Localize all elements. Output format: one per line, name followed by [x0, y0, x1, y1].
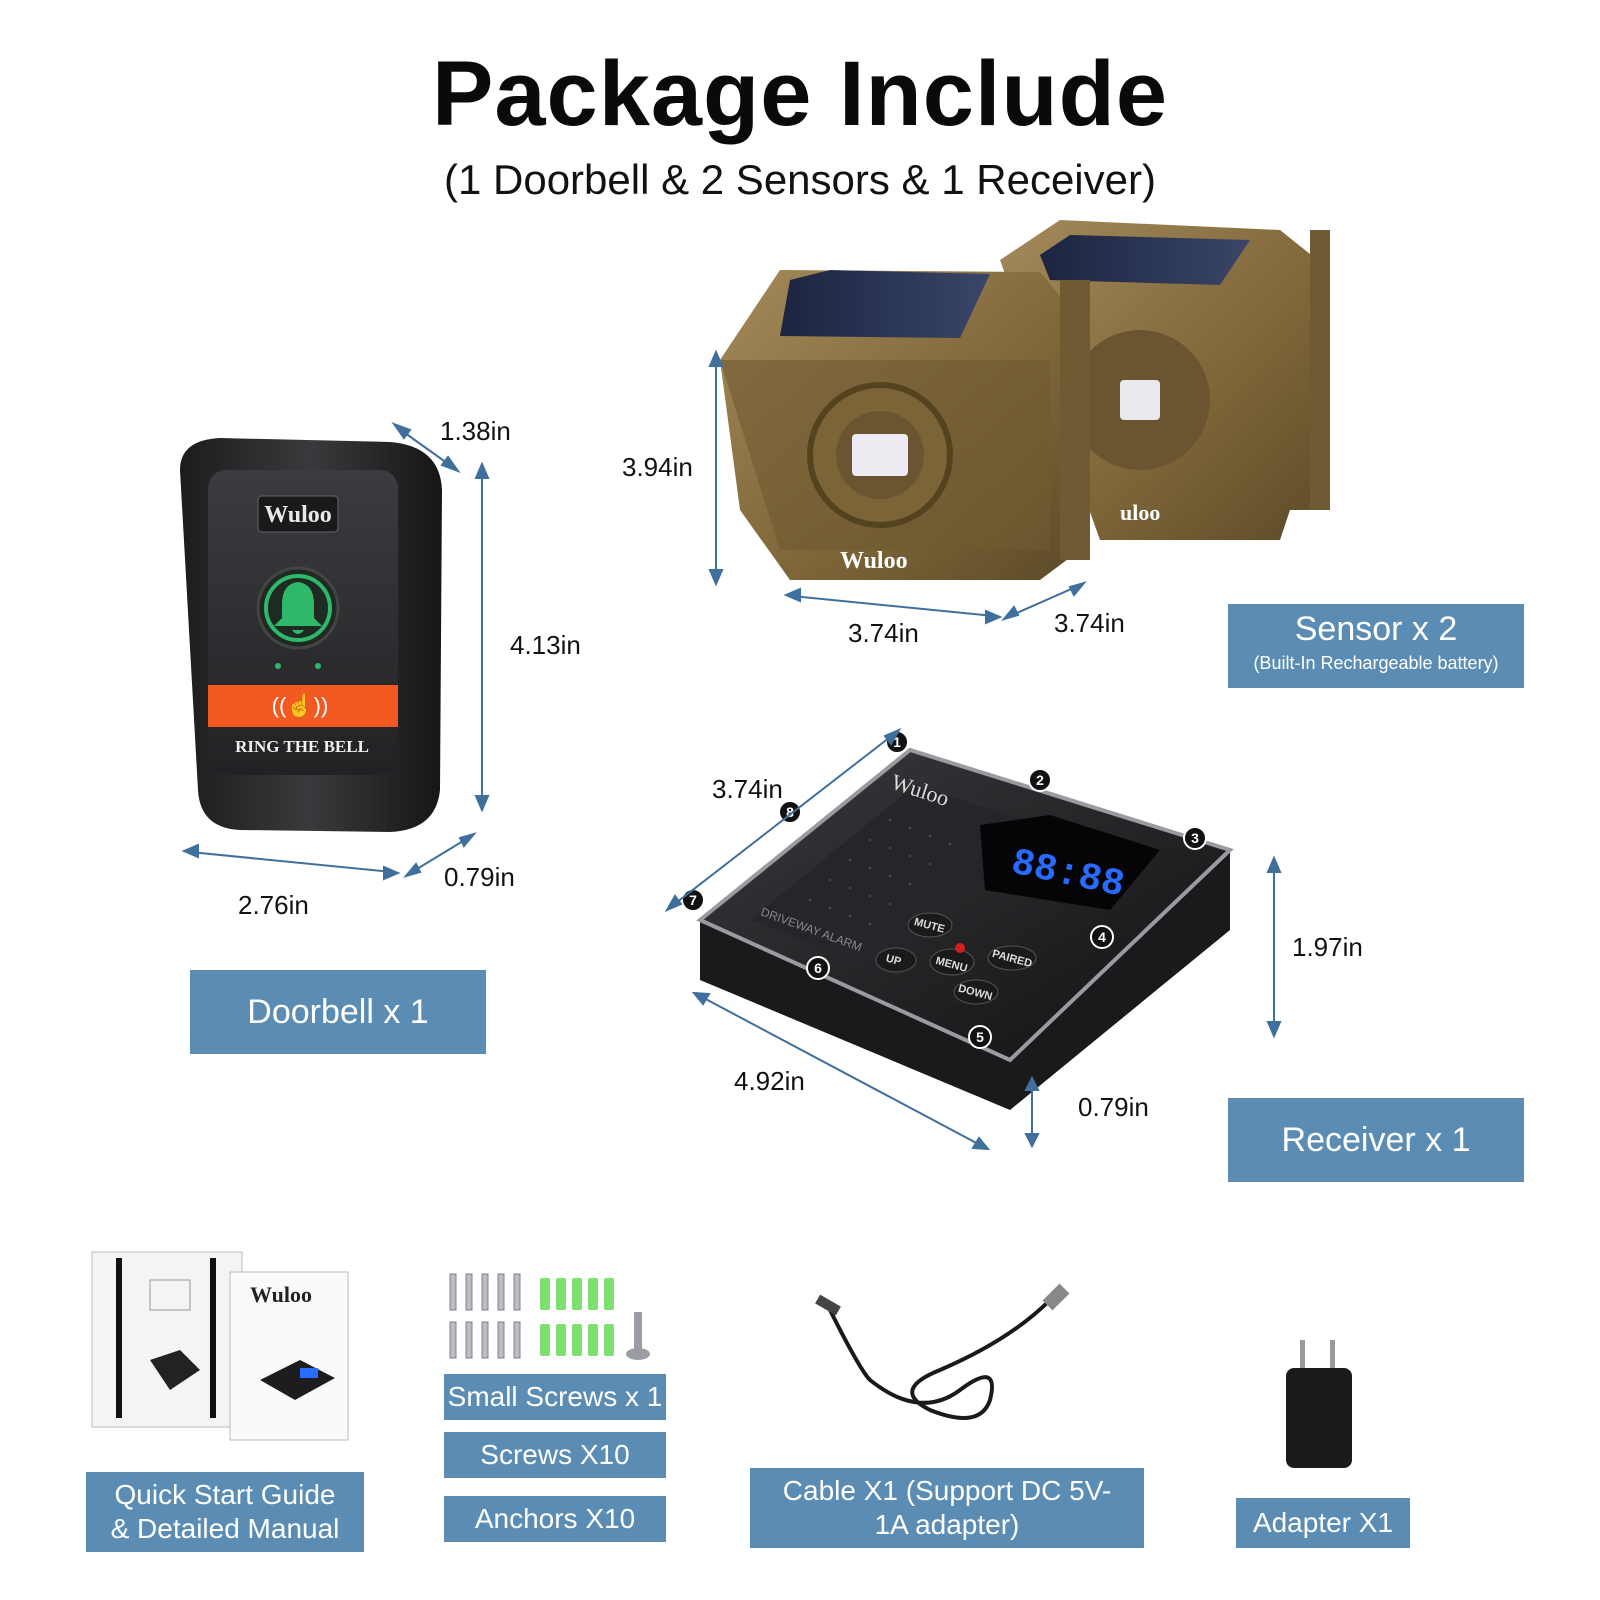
manual-brand: Wuloo — [250, 1282, 312, 1307]
svg-text:3: 3 — [1191, 830, 1199, 846]
svg-text:1: 1 — [893, 734, 901, 750]
receiver-illustration: Wuloo DRIVEWAY ALARM 88:88 MUTE UP MENU … — [681, 730, 1234, 1110]
screws-illustration — [449, 1273, 650, 1360]
receiver-depth-dim: 3.74in — [712, 774, 783, 804]
cable-label: Cable X1 (Support DC 5V- 1A adapter) — [750, 1468, 1144, 1548]
doorbell-label: Doorbell x 1 — [190, 970, 486, 1054]
speaker-grille — [750, 785, 1040, 970]
sensor-label-title: Sensor x 2 — [1294, 610, 1458, 648]
anchors-label: Anchors X10 — [444, 1496, 666, 1542]
doorbell-height-dim: 4.13in — [510, 630, 581, 660]
adapter-illustration — [1286, 1340, 1352, 1468]
receiver-height-dim: 1.97in — [1292, 932, 1363, 962]
manual-label-line2: & Detailed Manual — [110, 1513, 340, 1544]
sensor-label: Sensor x 2 (Built-In Rechargeable batter… — [1228, 604, 1524, 688]
receiver-top — [696, 747, 1234, 1063]
doorbell-depth-dim: 1.38in — [440, 416, 511, 446]
doorbell-brand: Wuloo — [264, 502, 332, 528]
receiver-button-up: UP — [885, 953, 903, 969]
cable-label-line1: Cable X1 (Support DC 5V- — [782, 1475, 1112, 1506]
receiver-width-dim: 4.92in — [734, 1066, 805, 1096]
svg-text:8: 8 — [786, 804, 794, 820]
adapter-label: Adapter X1 — [1236, 1498, 1410, 1548]
svg-text:6: 6 — [814, 960, 822, 976]
svg-text:4: 4 — [1098, 929, 1106, 945]
sensor-height-dim: 3.94in — [622, 452, 693, 482]
manual-label-line1: Quick Start Guide — [114, 1479, 336, 1510]
doorbell-stripe — [208, 685, 398, 727]
ring-the-bell-text: RING THE BELL — [235, 737, 369, 756]
manual-label: Quick Start Guide & Detailed Manual — [86, 1472, 364, 1552]
svg-text:((☝)): ((☝)) — [272, 692, 329, 719]
receiver-base-dim: 0.79in — [1078, 1092, 1149, 1122]
doorbell-width-dim: 2.76in — [238, 890, 309, 920]
sensor-front: Wuloo — [720, 270, 1090, 580]
svg-text:5: 5 — [976, 1029, 984, 1045]
small-screws-label: Small Screws x 1 — [444, 1374, 666, 1420]
sensor-illustration: uloo Wuloo — [720, 220, 1330, 580]
manual-illustration: Wuloo — [91, 1251, 349, 1441]
sensor-front-brand: Wuloo — [840, 548, 908, 574]
svg-text:7: 7 — [689, 892, 697, 908]
doorbell-thickness-dim: 0.79in — [444, 862, 515, 892]
page-subtitle: (1 Doorbell & 2 Sensors & 1 Receiver) — [444, 156, 1156, 203]
receiver-display — [980, 815, 1160, 910]
sensor-back-brand: uloo — [1120, 500, 1160, 525]
sensor-label-note: (Built-In Rechargeable battery) — [1253, 653, 1499, 673]
cable-illustration — [815, 1283, 1070, 1420]
bell-icon — [274, 582, 322, 634]
svg-text:2: 2 — [1036, 772, 1044, 788]
sensor-width-dim: 3.74in — [848, 618, 919, 648]
doorbell-illustration: Wuloo ((☝)) RING THE BELL — [180, 438, 442, 832]
receiver-label: Receiver x 1 — [1228, 1098, 1524, 1182]
page-title: Package Include — [432, 43, 1168, 145]
cable-label-line2: 1A adapter) — [874, 1509, 1020, 1540]
sensor-depth-dim: 3.74in — [1054, 608, 1125, 638]
screws-label: Screws X10 — [444, 1432, 666, 1478]
